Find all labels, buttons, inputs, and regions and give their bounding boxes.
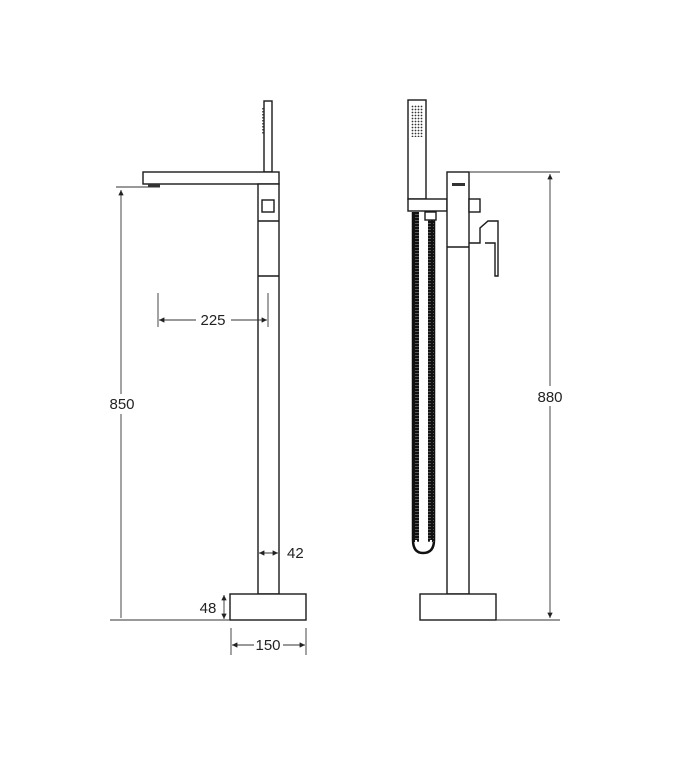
hose — [413, 212, 419, 542]
dimension-48: 48 — [200, 595, 227, 619]
hose-bend — [411, 212, 436, 555]
dimension-label: 42 — [287, 545, 304, 562]
column — [257, 183, 280, 595]
spout — [142, 171, 280, 185]
hose-bend-highlight — [415, 539, 432, 551]
dimension-label: 150 — [255, 637, 280, 654]
column — [446, 171, 470, 595]
dimension-label: 880 — [537, 389, 562, 406]
side-view — [142, 100, 307, 621]
base — [419, 593, 497, 621]
dimension-850: 850 — [106, 186, 230, 621]
mixer-lever — [469, 220, 499, 277]
diverter-button — [261, 199, 275, 213]
label-background — [534, 386, 566, 406]
dimension-42: 42 — [259, 545, 304, 562]
dimension-225: 225 — [157, 293, 269, 329]
dimension-label: 850 — [109, 396, 134, 413]
shower-grille — [411, 105, 423, 137]
dimension-150: 150 — [230, 628, 307, 655]
outlet-slot — [452, 183, 465, 186]
dimension-label: 48 — [200, 600, 217, 617]
base — [229, 593, 307, 621]
diverter-knob — [468, 198, 481, 213]
hand-shower-side — [263, 100, 273, 173]
front-view — [407, 99, 499, 621]
aerator — [148, 184, 160, 187]
dimension-880: 880 — [469, 171, 566, 621]
hose — [428, 220, 434, 542]
shower-holder — [407, 198, 448, 212]
dimension-label: 225 — [200, 312, 225, 329]
label-background — [106, 394, 138, 414]
hose-nut — [424, 211, 437, 221]
